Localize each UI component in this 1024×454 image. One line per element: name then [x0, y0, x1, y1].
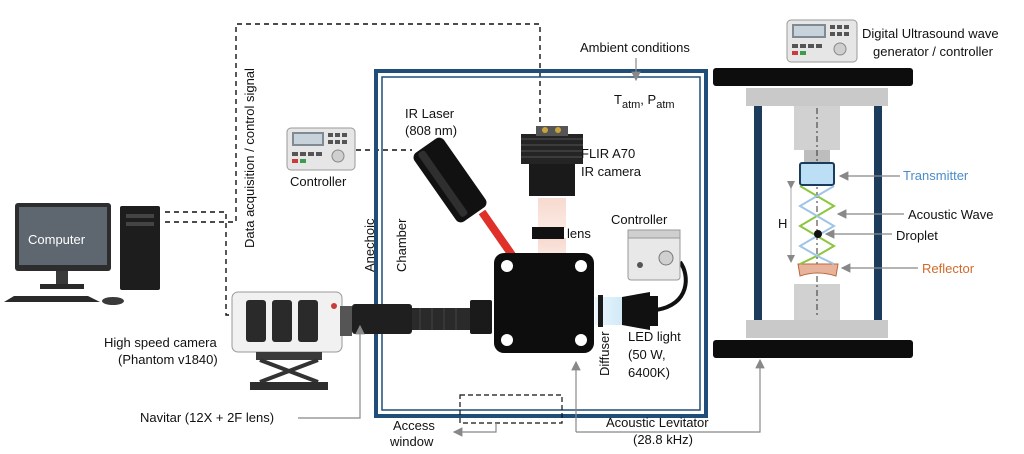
levitator-block	[494, 253, 594, 353]
transmitter-label: Transmitter	[903, 168, 969, 183]
reflector-label: Reflector	[922, 261, 975, 276]
hs-camera-label-2: (Phantom v1840)	[118, 352, 218, 367]
data-signal-lines	[165, 23, 541, 316]
chamber-label: Chamber	[394, 218, 409, 272]
acoustic-wave-label: Acoustic Wave	[908, 207, 994, 222]
access-label-2: window	[389, 434, 434, 449]
ambient-label: Ambient conditions	[580, 40, 690, 55]
controller-left-label: Controller	[290, 174, 347, 189]
hs-camera-label-1: High speed camera	[104, 335, 217, 350]
droplet-label: Droplet	[896, 228, 938, 243]
generator-label-2: generator / controller	[873, 44, 994, 59]
led-label-2: (50 W,	[628, 347, 666, 362]
generator-label-1: Digital Ultrasound wave	[862, 26, 999, 41]
droplet	[814, 230, 822, 238]
navitar-label: Navitar (12X + 2F lens)	[140, 410, 274, 425]
computer	[4, 203, 160, 305]
controller-left-device	[286, 127, 356, 171]
high-speed-camera	[231, 291, 492, 390]
reflector	[797, 263, 839, 277]
computer-label: Computer	[28, 232, 86, 247]
controller-right-label: Controller	[611, 212, 668, 227]
led-label-1: LED light	[628, 329, 681, 344]
diffuser	[598, 295, 603, 327]
ambient-values: Tatm, Patm	[614, 92, 675, 111]
data-acquisition-label: Data acquisition / control signal	[242, 68, 257, 248]
acoustic-wave	[798, 185, 836, 265]
led-light	[622, 260, 688, 330]
ir-laser-label-2: (808 nm)	[405, 123, 457, 138]
transmitter	[799, 162, 835, 186]
diffuser-label: Diffuser	[597, 331, 612, 376]
flir-label-1: FLIR A70	[581, 146, 635, 161]
controller-right-device	[627, 229, 681, 281]
flir-camera	[521, 126, 583, 258]
anechoic-label: Anechoic	[362, 218, 377, 272]
lens-label: lens	[567, 226, 591, 241]
levitator-label-2: (28.8 kHz)	[633, 432, 693, 447]
ir-laser-label-1: IR Laser	[405, 106, 455, 121]
access-window	[459, 394, 563, 424]
h-label: H	[778, 216, 787, 231]
anechoic-chamber	[374, 69, 708, 418]
ir-laser	[413, 137, 516, 258]
lens	[532, 227, 564, 239]
digital-generator	[786, 19, 858, 63]
flir-label-2: IR camera	[581, 164, 642, 179]
access-label-1: Access	[393, 418, 435, 433]
levitator-frame	[713, 68, 913, 358]
led-label-3: 6400K)	[628, 365, 670, 380]
levitator-label-1: Acoustic Levitator	[606, 415, 709, 430]
